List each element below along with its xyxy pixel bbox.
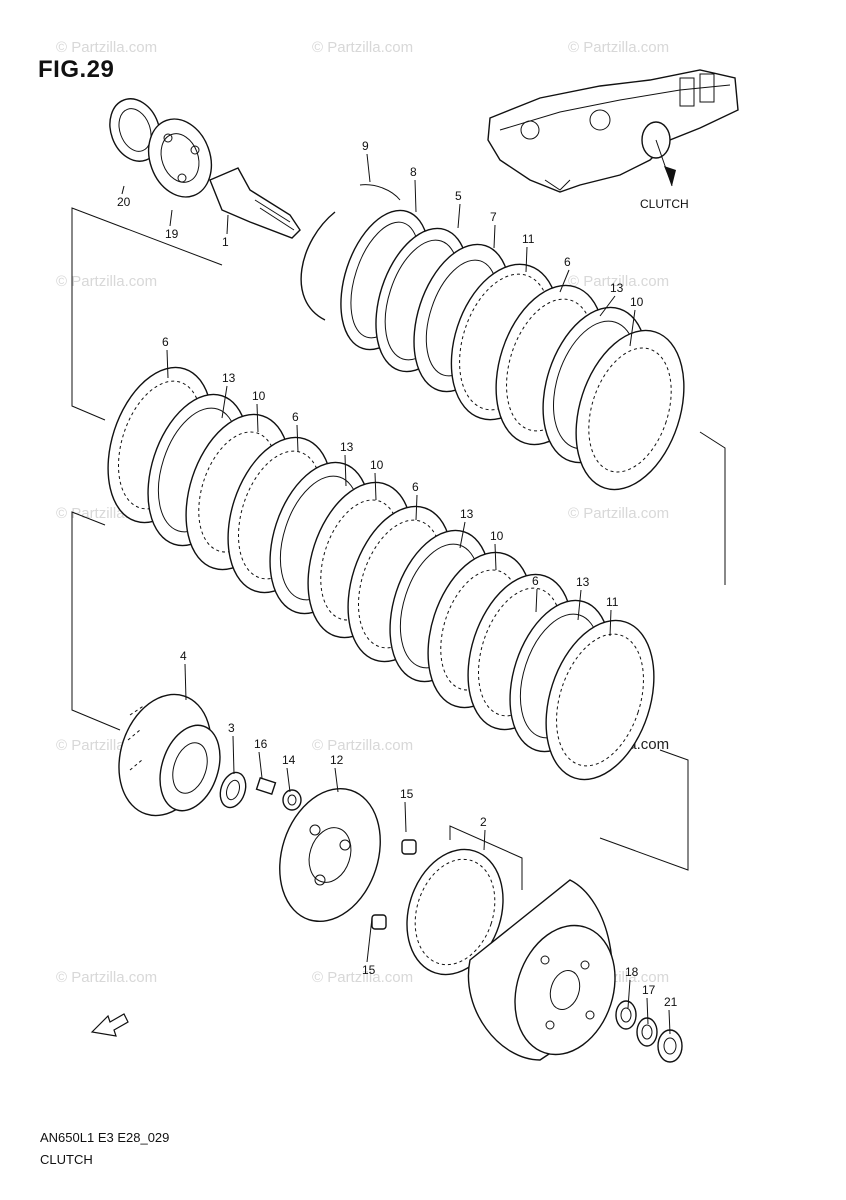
leader-lines xyxy=(121,153,671,1035)
leader-line xyxy=(169,209,173,227)
watermark: © Partzilla.com xyxy=(56,969,157,986)
leader-line xyxy=(166,349,169,379)
callout-number: 6 xyxy=(532,574,539,588)
watermark: © Partzilla.com xyxy=(56,273,157,290)
leader-line xyxy=(459,521,466,549)
callout-number: 21 xyxy=(664,995,678,1009)
leader-line xyxy=(483,829,486,851)
callout-number: 3 xyxy=(228,721,235,735)
leader-line xyxy=(296,424,299,453)
leader-line xyxy=(559,269,570,293)
callout-number: 15 xyxy=(400,787,414,801)
leader-line xyxy=(646,997,649,1025)
leader-line xyxy=(366,917,373,963)
callout-number: 13 xyxy=(340,440,354,454)
leader-line xyxy=(629,309,636,347)
leader-line xyxy=(256,403,259,433)
figure-code: AN650L1 E3 E28_029 xyxy=(40,1130,170,1145)
callout-number: 9 xyxy=(362,139,369,153)
callout-number: 2 xyxy=(480,815,487,829)
leader-line xyxy=(366,153,371,183)
callout-number: 10 xyxy=(490,529,504,543)
watermark: © Partzilla.com xyxy=(312,39,413,56)
callout-number: 6 xyxy=(412,480,419,494)
input-shaft-assembly xyxy=(109,98,301,239)
upper-disc-stack xyxy=(450,263,685,491)
leader-line xyxy=(374,472,377,501)
clutch-hub-assembly xyxy=(118,693,302,817)
leader-line xyxy=(668,1009,671,1035)
callout-number: 10 xyxy=(630,295,644,309)
front-arrow-icon xyxy=(90,1013,129,1037)
leader-line xyxy=(221,385,228,419)
leader-line xyxy=(404,801,407,833)
callout-number: 7 xyxy=(490,210,497,224)
watermark: © Partzilla.com xyxy=(568,39,669,56)
callout-number: 13 xyxy=(576,575,590,589)
watermark: © Partzilla.com xyxy=(56,39,157,56)
leader-line xyxy=(493,224,496,249)
leader-line xyxy=(535,588,538,613)
callout-number: 12 xyxy=(330,753,344,767)
leader-line xyxy=(232,735,235,775)
watermark: © Partzilla.com xyxy=(312,969,413,986)
engine-reference: CLUTCH xyxy=(487,69,739,211)
callout-number: 5 xyxy=(455,189,462,203)
callout-number: 19 xyxy=(165,227,179,241)
callout-number: 15 xyxy=(362,963,376,977)
leader-line xyxy=(344,454,347,487)
leader-line xyxy=(457,203,461,229)
leader-line xyxy=(609,609,612,637)
watermark: © Partzilla.com xyxy=(568,273,669,290)
callout-number: 6 xyxy=(564,255,571,269)
callout-number: 13 xyxy=(610,281,624,295)
callout-number: 1 xyxy=(222,235,229,249)
callout-number: 10 xyxy=(252,389,266,403)
leader-line xyxy=(494,543,497,571)
leader-line xyxy=(415,494,418,521)
callout-number: 20 xyxy=(117,195,131,209)
upper-plates xyxy=(300,184,511,393)
leader-line xyxy=(525,246,528,273)
clutch-housing-assembly xyxy=(406,848,683,1063)
leader-line xyxy=(258,751,263,779)
callout-number: 17 xyxy=(642,983,656,997)
leader-line xyxy=(599,295,616,317)
arrow-head-icon xyxy=(664,166,676,186)
leader-line xyxy=(577,589,582,621)
callout-number: 14 xyxy=(282,753,296,767)
callout-number: 11 xyxy=(522,232,535,246)
bracket-lines xyxy=(71,207,726,890)
pressure-plate-assembly xyxy=(279,787,417,930)
figure-name: CLUTCH xyxy=(40,1152,93,1167)
leader-line xyxy=(121,185,125,195)
callout-number: 4 xyxy=(180,649,187,663)
leader-line xyxy=(226,214,229,235)
watermark: © Partzilla.com xyxy=(312,737,413,754)
callout-number: 16 xyxy=(254,737,268,751)
leader-line xyxy=(184,663,187,701)
callout-number: 11 xyxy=(606,595,619,609)
callout-number: 8 xyxy=(410,165,417,179)
callout-number: 13 xyxy=(222,371,236,385)
callout-number: 6 xyxy=(292,410,299,424)
leader-line xyxy=(414,179,417,213)
figure-title: FIG.29 xyxy=(38,56,115,83)
leader-line xyxy=(627,979,631,1009)
callout-number: 6 xyxy=(162,335,169,349)
watermark: © Partzilla.com xyxy=(568,505,669,522)
leader-line xyxy=(286,767,291,793)
reference-label: CLUTCH xyxy=(640,197,689,211)
callout-number: 13 xyxy=(460,507,474,521)
middle-disc-stack xyxy=(107,366,655,781)
callout-number: 10 xyxy=(370,458,384,472)
leader-line xyxy=(334,767,339,793)
callout-number: 18 xyxy=(625,965,639,979)
